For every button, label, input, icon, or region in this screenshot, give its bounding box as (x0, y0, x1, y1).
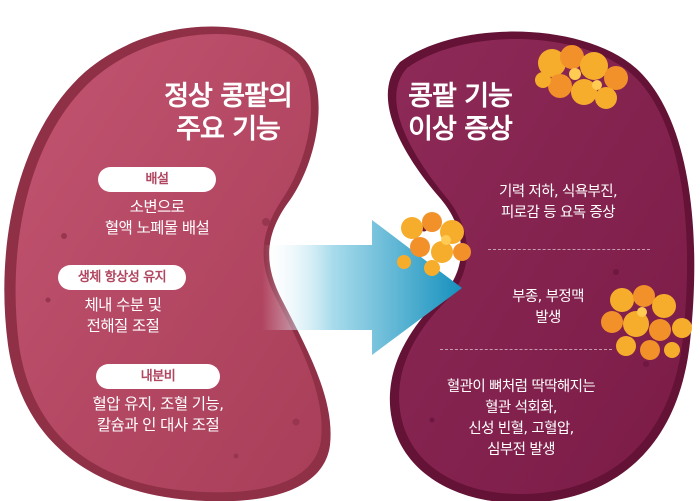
function-desc-endocrine-line-2: 칼슘과 인 대사 조절 (96, 416, 220, 434)
function-label-excretion: 배설 (98, 167, 216, 192)
symptom-edema: 부종, 부정맥 발생 (478, 287, 618, 329)
symptom-uremia: 기력 저하, 식욕부진, 피로감 등 요독 증상 (468, 182, 648, 224)
symptom-calcification-line-2: 혈관 석회화, (485, 400, 557, 416)
symptom-uremia-line-2: 피로감 등 요독 증상 (501, 205, 616, 221)
symptom-divider-1 (488, 249, 650, 250)
function-label-homeostasis: 생체 항상성 유지 (58, 265, 186, 290)
transition-arrow (262, 220, 462, 355)
function-desc-homeostasis-line-2: 전해질 조절 (86, 317, 160, 335)
function-desc-endocrine-line-1: 혈압 유지, 조혈 기능, (92, 395, 225, 413)
crystal-cluster-top (535, 45, 628, 109)
function-desc-excretion: 소변으로 혈액 노폐물 배설 (78, 197, 236, 239)
function-desc-endocrine: 혈압 유지, 조혈 기능, 칼슘과 인 대사 조절 (68, 394, 248, 436)
function-desc-excretion-line-2: 혈액 노폐물 배설 (104, 219, 210, 237)
symptom-uremia-line-1: 기력 저하, 식욕부진, (499, 184, 618, 200)
crystal-cluster-middle (397, 212, 471, 276)
normal-title-line-1: 정상 콩팥의 (164, 81, 293, 112)
symptom-calcification: 혈관이 뼈처럼 딱딱해지는 혈관 석회화, 신성 빈혈, 고혈압, 심부전 발생 (415, 377, 627, 461)
symptom-calcification-line-4: 심부전 발생 (487, 442, 555, 458)
abnormal-title-line-1: 콩팥 기능 (408, 81, 513, 112)
abnormal-title-line-2: 이상 증상 (408, 114, 513, 145)
function-desc-excretion-line-1: 소변으로 (129, 198, 185, 216)
abnormal-kidney (387, 31, 695, 501)
symptom-calcification-line-1: 혈관이 뼈처럼 딱딱해지는 (446, 379, 596, 395)
function-label-endocrine: 내분비 (96, 364, 220, 389)
abnormal-title: 콩팥 기능 이상 증상 (380, 80, 540, 146)
normal-title-line-2: 주요 기능 (176, 114, 281, 145)
function-desc-homeostasis-line-1: 체내 수분 및 (84, 296, 163, 314)
function-desc-homeostasis: 체내 수분 및 전해질 조절 (48, 295, 198, 337)
normal-kidney (4, 26, 331, 501)
normal-title: 정상 콩팥의 주요 기능 (138, 80, 318, 146)
symptom-divider-2 (440, 349, 612, 350)
crystal-cluster-bottom (601, 285, 692, 360)
symptom-edema-line-2: 발생 (535, 310, 561, 326)
symptom-edema-line-1: 부종, 부정맥 (512, 289, 584, 305)
symptom-calcification-line-3: 신성 빈혈, 고혈압, (468, 421, 574, 437)
